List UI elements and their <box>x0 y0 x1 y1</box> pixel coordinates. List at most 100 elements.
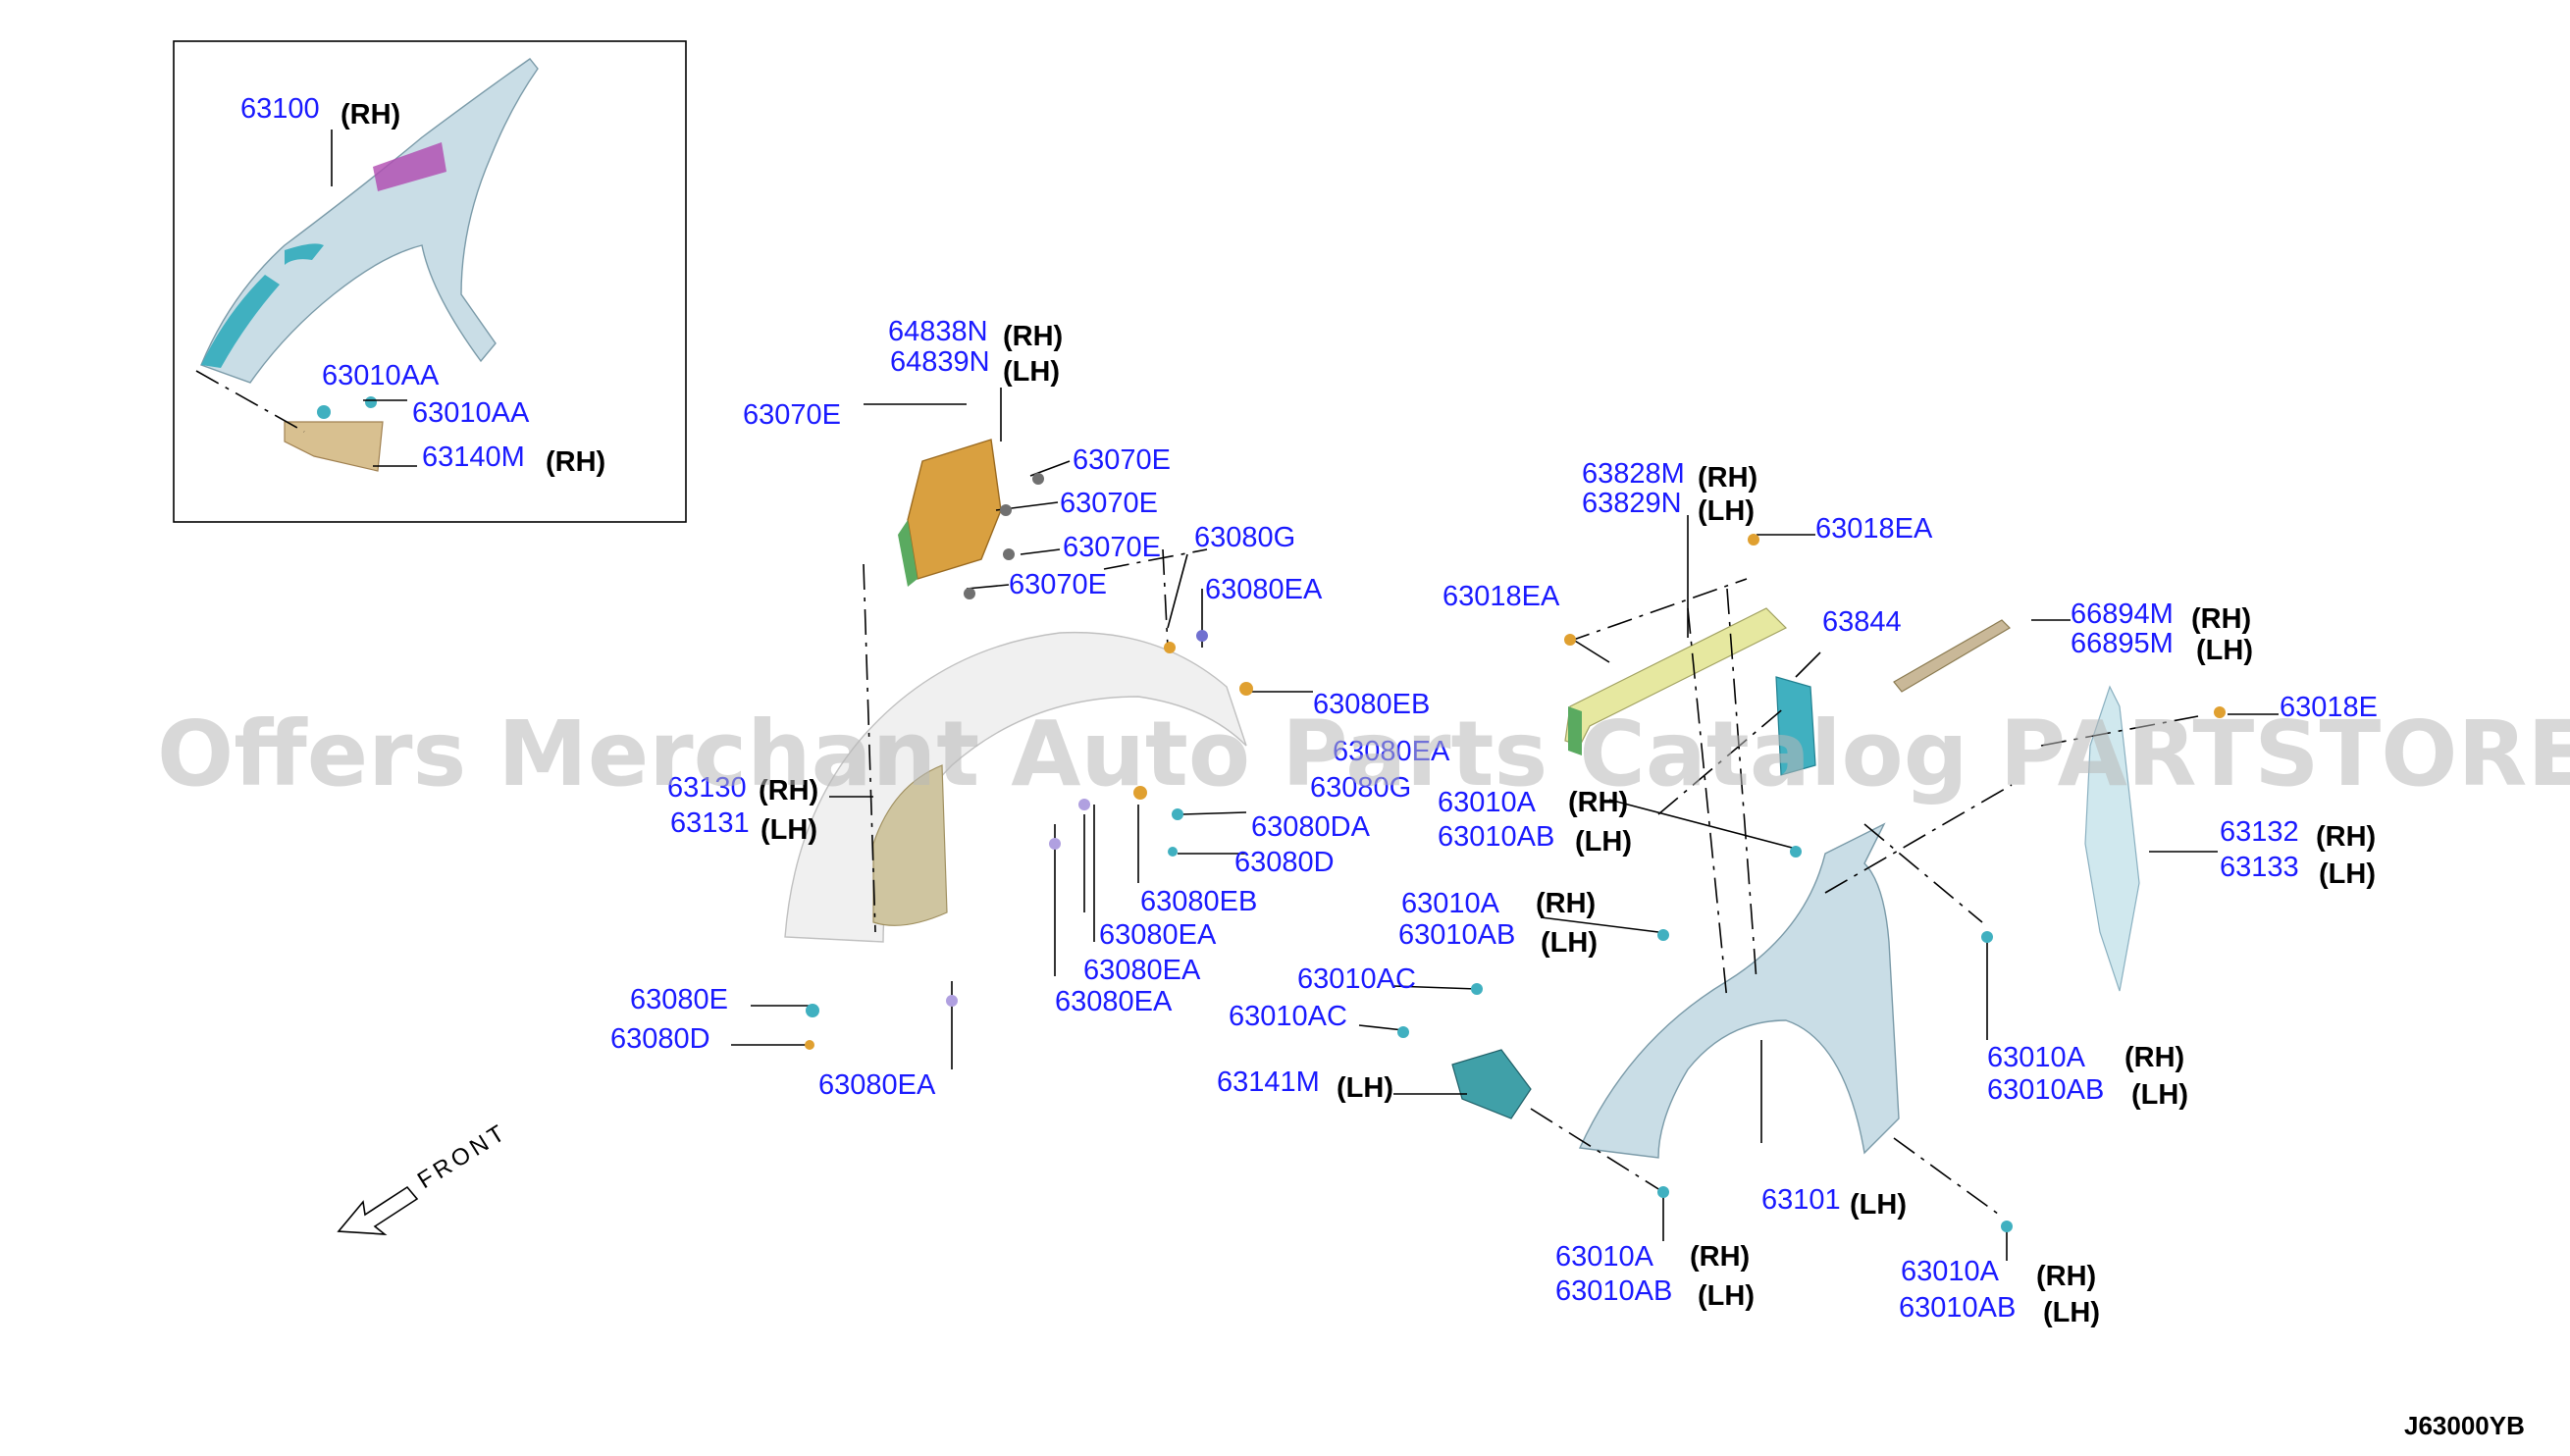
side-lh: (LH) <box>1541 927 1598 959</box>
side-lh: (LH) <box>1698 1280 1755 1312</box>
clip-icon <box>946 995 958 1007</box>
clip-icon <box>1164 642 1176 653</box>
part-number-63080ea[interactable]: 63080EA <box>1083 955 1201 986</box>
part-number-63131[interactable]: 63131 <box>670 807 750 839</box>
clip-icon <box>1000 504 1012 516</box>
front-label: FRONT <box>413 1118 512 1194</box>
clip-icon <box>1172 808 1183 820</box>
clip-icon[interactable] <box>365 396 377 408</box>
part-number-63010ac[interactable]: 63010AC <box>1229 1001 1347 1032</box>
part-number-63010ab[interactable]: 63010AB <box>1987 1074 2104 1106</box>
part-number-63080ea[interactable]: 63080EA <box>1055 986 1173 1017</box>
bracket-lh-illustration[interactable] <box>1451 1049 1532 1119</box>
assembly-line <box>1893 1137 2003 1218</box>
part-number-63010ab[interactable]: 63010AB <box>1438 821 1554 853</box>
part-number-63080d[interactable]: 63080D <box>1234 847 1335 878</box>
part-number-63130[interactable]: 63130 <box>667 772 747 804</box>
side-lh: (LH) <box>2196 635 2253 666</box>
side-lh: (LH) <box>1850 1189 1907 1221</box>
fender-rh-illustration[interactable] <box>200 58 539 384</box>
part-number-63828m[interactable]: 63828M <box>1582 458 1685 490</box>
part-number-63100[interactable]: 63100 <box>240 93 320 125</box>
side-rh: (RH) <box>546 446 605 478</box>
part-number-64839n[interactable]: 64839N <box>890 346 990 378</box>
part-number-63140m[interactable]: 63140M <box>422 442 525 473</box>
part-number-63132[interactable]: 63132 <box>2220 816 2299 848</box>
part-number-63080da[interactable]: 63080DA <box>1251 811 1371 843</box>
part-number-63070e[interactable]: 63070E <box>1060 488 1158 519</box>
part-number-63018ea[interactable]: 63018EA <box>1815 513 1933 545</box>
side-rh: (RH) <box>2124 1042 2184 1073</box>
part-number-66895m[interactable]: 66895M <box>2071 628 2174 659</box>
side-rh: (RH) <box>1568 787 1628 818</box>
part-number-63080eb[interactable]: 63080EB <box>1140 886 1257 917</box>
clip-icon <box>806 1004 819 1017</box>
diagram-code: J63000YB <box>2404 1411 2525 1440</box>
fender-protector-illustration[interactable] <box>2084 685 2140 992</box>
clip-icon <box>1049 838 1061 850</box>
clip-icon <box>1397 1026 1409 1038</box>
side-rh: (RH) <box>341 99 400 130</box>
part-number-63010a[interactable]: 63010A <box>1555 1241 1654 1273</box>
clip-icon <box>964 588 975 599</box>
part-number-63070e[interactable]: 63070E <box>743 399 841 431</box>
side-lh: (LH) <box>1003 356 1060 388</box>
clip-icon <box>1790 846 1802 858</box>
part-number-63010aa[interactable]: 63010AA <box>412 397 530 429</box>
part-number-63844[interactable]: 63844 <box>1822 606 1902 638</box>
seal-strip-illustration[interactable] <box>1893 619 2011 693</box>
part-number-64838n[interactable]: 64838N <box>888 316 988 347</box>
part-number-63018ea[interactable]: 63018EA <box>1442 581 1560 612</box>
assembly-line <box>1824 784 2013 894</box>
part-number-63010ab[interactable]: 63010AB <box>1899 1292 2016 1324</box>
assembly-line <box>1657 705 1787 815</box>
assembly-line <box>1564 578 1748 644</box>
protector-illustration[interactable] <box>1775 676 1816 776</box>
part-number-63010a[interactable]: 63010A <box>1901 1256 2000 1287</box>
part-number-63080ea[interactable]: 63080EA <box>1333 736 1450 767</box>
part-number-63010a[interactable]: 63010A <box>1987 1042 2086 1073</box>
part-number-63080ea[interactable]: 63080EA <box>1205 574 1323 605</box>
part-number-63080e[interactable]: 63080E <box>630 984 728 1015</box>
part-number-63080eb[interactable]: 63080EB <box>1313 689 1430 720</box>
part-number-63010aa[interactable]: 63010AA <box>322 360 440 391</box>
side-rh: (RH) <box>2191 603 2251 635</box>
fender-lh-illustration[interactable] <box>1578 822 1900 1159</box>
part-number-63080ea[interactable]: 63080EA <box>818 1069 936 1101</box>
part-number-63018e[interactable]: 63018E <box>2280 692 2378 723</box>
part-number-63141m[interactable]: 63141M <box>1217 1066 1320 1098</box>
part-number-63080g[interactable]: 63080G <box>1310 772 1411 804</box>
side-rh: (RH) <box>2316 821 2376 853</box>
clip-icon <box>1471 983 1483 995</box>
part-number-63010a[interactable]: 63010A <box>1401 888 1500 919</box>
clip-icon <box>2001 1221 2013 1232</box>
side-rh: (RH) <box>759 775 818 806</box>
fastener-icons[interactable] <box>805 473 2226 1232</box>
part-number-63070e[interactable]: 63070E <box>1073 444 1171 476</box>
part-number-63010ab[interactable]: 63010AB <box>1398 919 1515 951</box>
part-number-63133[interactable]: 63133 <box>2220 852 2299 883</box>
bracket-rh-illustration[interactable] <box>284 421 384 472</box>
side-lh: (LH) <box>1698 495 1755 527</box>
clip-icon <box>1032 473 1044 485</box>
part-number-63101[interactable]: 63101 <box>1761 1184 1841 1216</box>
watermark: Offers Merchant Auto Parts Catalog PARTS… <box>157 702 2570 806</box>
part-number-63080ea[interactable]: 63080EA <box>1099 919 1217 951</box>
part-number-63829n[interactable]: 63829N <box>1582 488 1682 519</box>
side-rh: (RH) <box>1698 462 1757 494</box>
part-number-63010ac[interactable]: 63010AC <box>1297 963 1416 995</box>
part-number-63080g[interactable]: 63080G <box>1194 522 1295 553</box>
part-number-66894m[interactable]: 66894M <box>2071 598 2174 630</box>
wheel-liner-illustration[interactable] <box>784 631 1247 943</box>
part-number-63070e[interactable]: 63070E <box>1063 532 1161 563</box>
assembly-line <box>1726 588 1757 982</box>
part-number-63010a[interactable]: 63010A <box>1438 787 1537 818</box>
leader-lines <box>331 130 2279 1261</box>
splash-guard-illustration[interactable] <box>898 439 1002 587</box>
part-number-63010ab[interactable]: 63010AB <box>1555 1275 1672 1307</box>
clip-icon[interactable] <box>317 405 331 419</box>
part-number-63080d[interactable]: 63080D <box>610 1023 710 1055</box>
front-direction-arrow: FRONT <box>337 1118 512 1235</box>
part-number-63070e[interactable]: 63070E <box>1009 569 1107 600</box>
